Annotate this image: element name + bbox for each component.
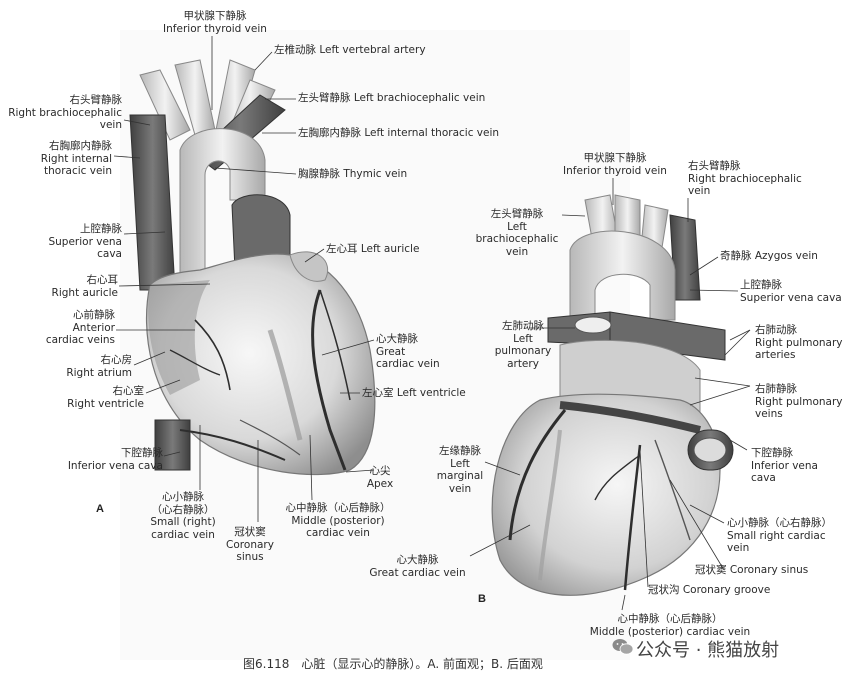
label-a-small-cardiac-vein: 心小静脉（心右静脉）Small (right)cardiac vein [150,491,216,541]
heart-anterior-view [129,59,376,476]
label-a-left-vertebral-artery: 左椎动脉 Left vertebral artery [274,44,426,56]
label-b-coronary-sinus: 冠状窦 Coronary sinus [695,564,809,576]
label-a-left-brachiocephalic-vein: 左头臂静脉 Left brachiocephalic vein [298,92,486,104]
label-b-coronary-groove: 冠状沟 Coronary groove [648,584,771,596]
figure-caption: 图6.118 心脏（显示心的静脉）。A. 前面观；B. 后面观 [243,657,543,671]
label-b-azygos-vein: 奇静脉 Azygos vein [720,250,818,262]
watermark-text: 公众号 · 熊猫放射 [636,640,780,661]
label-b-middle-cardiac-vein: 心中静脉（心后静脉）Middle (posterior) cardiac vei… [589,613,751,638]
label-a-thymic-vein: 胸腺静脉 Thymic vein [298,168,408,180]
leader-lines-a [113,36,375,522]
label-a-left-internal-thoracic-vein: 左胸廓内静脉 Left internal thoracic vein [298,127,500,139]
panel-a-letter: A [96,503,104,515]
label-a-left-ventricle: 左心室 Left ventricle [362,387,466,399]
wechat-icon [612,639,634,655]
label-a-left-auricle: 左心耳 Left auricle [326,243,420,255]
heart-posterior-view [491,194,734,596]
label-a-middle-cardiac-vein: 心中静脉（心后静脉）Middle (posterior)cardiac vein [285,502,391,539]
leader-lines-b [469,178,751,611]
panel-b-letter: B [478,593,486,605]
